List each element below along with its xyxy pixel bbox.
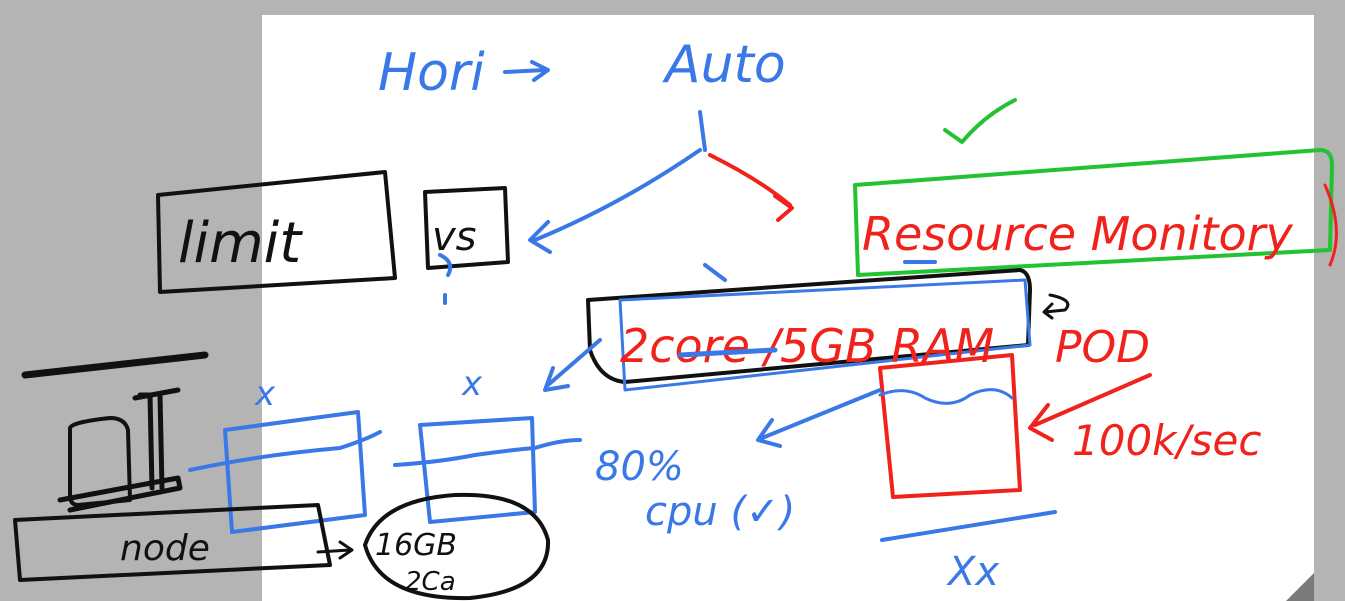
percent-text: 80% [595,444,684,490]
container-box-1 [223,410,367,534]
memory-bottom-text: 2Ca [405,567,456,597]
xx-text: Xx [946,549,999,595]
machine-body [68,416,132,507]
check-icon [943,98,1017,144]
x-mark-1: x [254,374,276,414]
rate-text: 100k/sec [1072,416,1261,465]
hori-text: Hori [378,43,485,103]
arrow-to-resource-monitoring [708,153,794,222]
memory-circle [363,492,551,601]
blue-tick-marks [703,260,937,282]
arrow-node-to-memory [316,540,354,560]
resource-monitoring-text: Resource Monitory [862,207,1294,261]
auto-text: Auto [662,35,786,95]
arrow-to-second-box [543,338,602,392]
question-mark-icon [438,253,453,305]
pod-box [878,353,1022,499]
vs-text: vs [432,214,477,260]
xx-line [880,510,1057,542]
resource-underline-stroke [1323,183,1338,267]
arrow-to-pod [1028,373,1152,442]
pod-text: POD [1055,322,1150,373]
cpu-text: cpu (✓) [645,489,795,535]
machine-top-bar [21,351,209,379]
limit-text: limit [178,211,303,276]
memory-top-text: 16GB [375,528,457,563]
machine-base [57,475,183,513]
core-ram-blue-box [618,278,1032,392]
core-underline-stroke [677,347,778,358]
machine-arm [132,387,181,491]
resource-monitoring-box [853,148,1334,277]
node-text: node [120,528,210,569]
arrow-to-vs [528,148,702,254]
core-ram-text: 2core /5GB RAM [620,319,994,373]
connector-line-1 [188,430,382,472]
node-box [13,503,332,582]
arrow-hori-to-auto [503,60,550,82]
connector-line-2 [393,438,582,467]
return-arrow-icon [1042,293,1070,320]
limit-box [156,170,397,294]
vs-box [423,186,510,270]
whiteboard-page [262,15,1314,601]
arrow-to-cpu [756,388,882,448]
pod-water-line [878,388,1014,405]
auto-stem-line [698,110,707,152]
container-box-2 [418,416,537,524]
page-curl [1286,573,1314,601]
x-mark-2: x [461,364,483,404]
